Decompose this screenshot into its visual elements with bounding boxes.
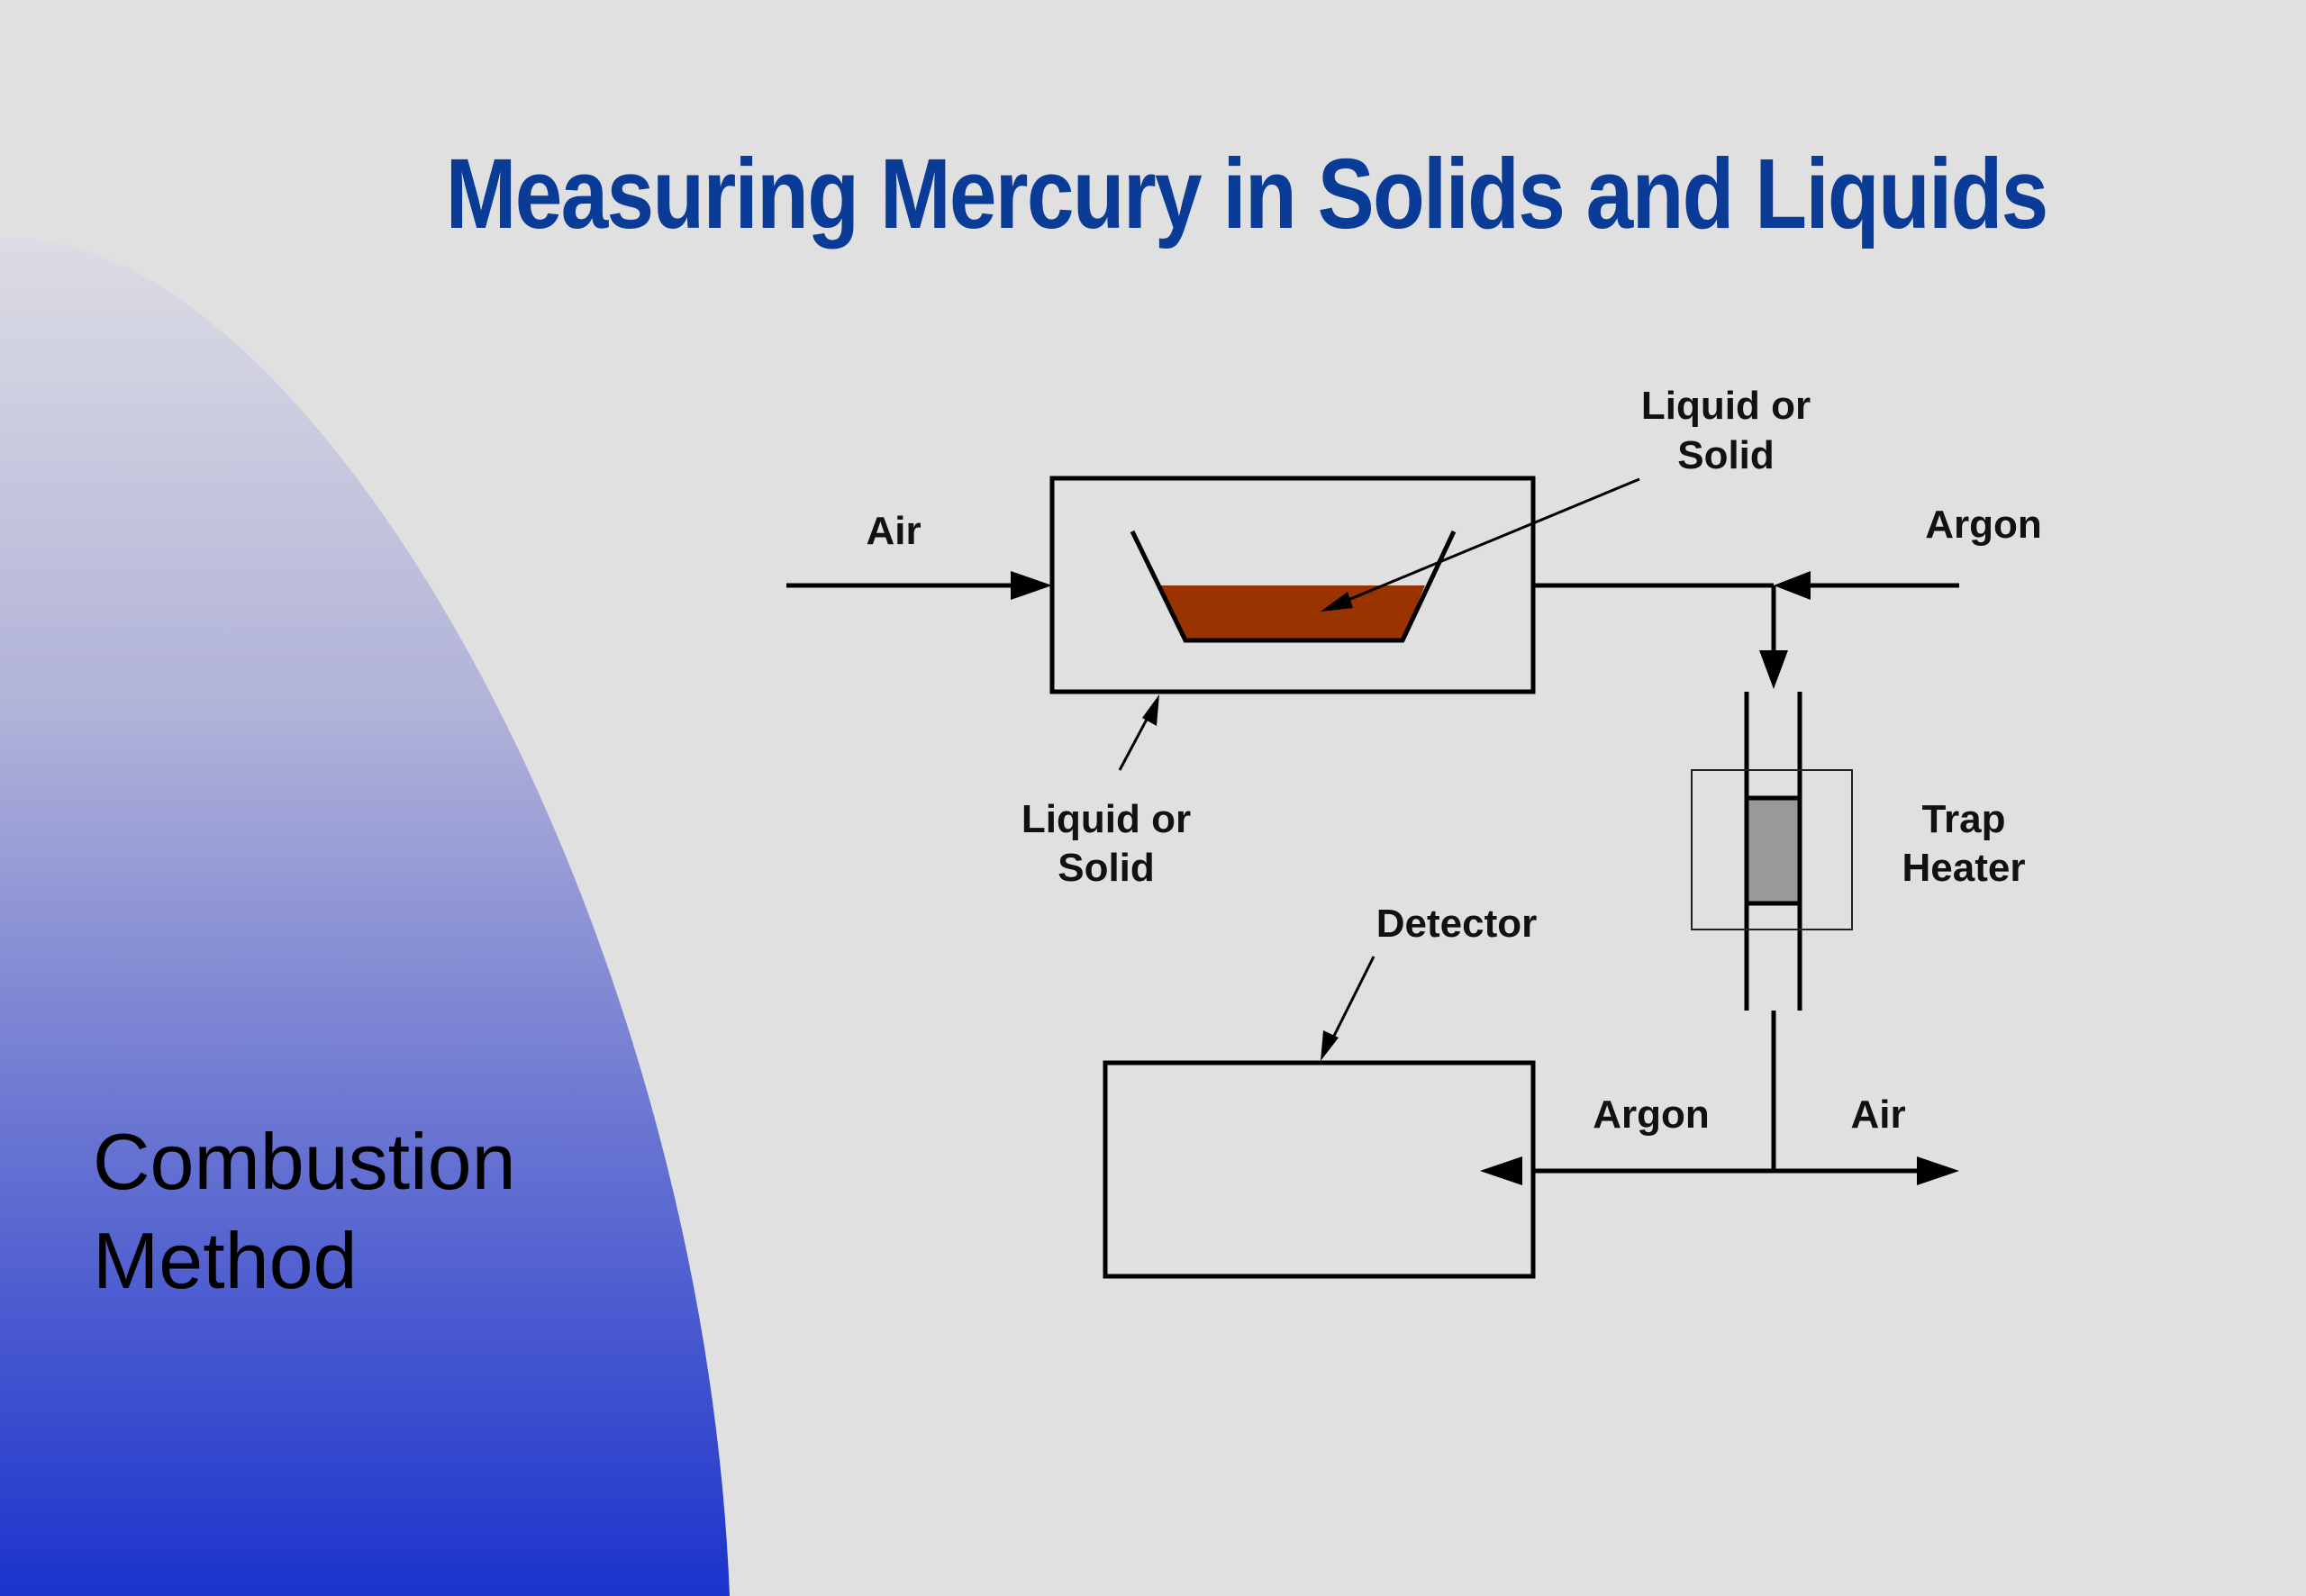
furnace-label-line2: Solid [1058,846,1155,890]
argon-to-detector-arrowhead [1480,1156,1522,1185]
furnace-pointer-line [1118,715,1150,771]
furnace-pointer-arrowhead [1142,694,1159,726]
method-label-line1: Combustion [93,1117,516,1206]
method-label-line2: Method [93,1216,358,1305]
sample-pointer-arrowhead [1321,592,1353,612]
sample-liquid-fill [1158,585,1425,639]
background-gradient-wedge [0,238,730,1596]
air-outlet-label: Air [1850,1093,1905,1137]
slide-title: Measuring Mercury in Solids and Liquids [445,139,2049,249]
argon-inlet-arrowhead [1774,571,1811,600]
air-inlet-arrowhead [1011,571,1052,600]
detector-label: Detector [1376,902,1538,946]
trap-heater-jacket [1691,769,1853,930]
furnace-box [1049,476,1536,694]
detector-box [1103,1060,1536,1279]
sample-pointer-line [1343,477,1640,603]
air-outlet-arrowhead [1917,1156,1959,1185]
air-inlet-label: Air [866,509,921,553]
trap-heater-label-line2: Heater [1902,846,2026,890]
junction-down-arrowhead [1759,650,1788,689]
sample-boat [1130,530,1457,643]
sample-label-line1: Liquid or [1641,384,1811,428]
detector-pointer-line [1330,956,1375,1042]
trap-heater-label-line1: Trap [1922,797,2006,841]
furnace-label-line1: Liquid or [1021,797,1191,841]
sample-label-line2: Solid [1677,433,1775,477]
detector-pointer-arrowhead [1321,1030,1339,1061]
trap-packing [1744,795,1802,906]
argon-inlet-label: Argon [1925,503,2042,547]
method-label: Combustion Method [93,1112,516,1310]
argon-outlet-label: Argon [1593,1093,1710,1137]
